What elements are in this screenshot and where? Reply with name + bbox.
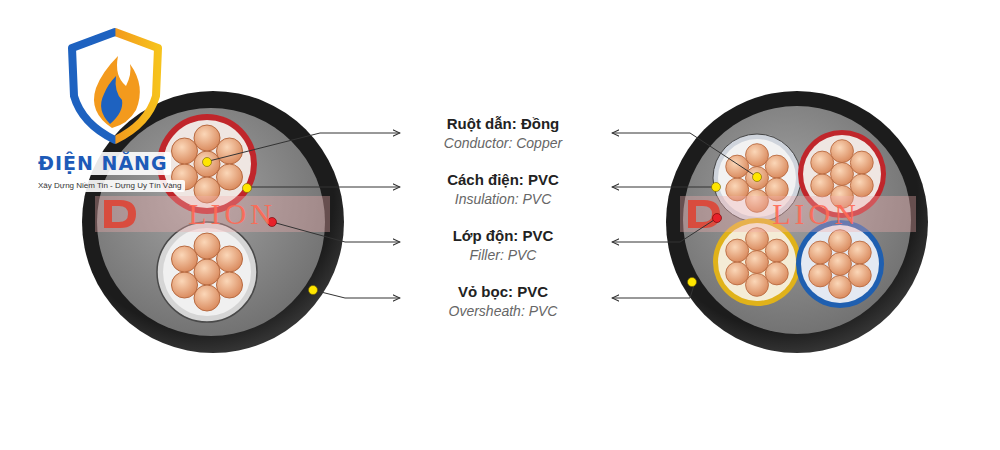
logo-shield <box>72 32 158 140</box>
leader-line <box>317 291 400 298</box>
conductor <box>726 228 788 297</box>
leader-line <box>251 187 400 188</box>
part-name-en: Insulation: PVC <box>455 191 552 208</box>
leader-line <box>612 187 712 188</box>
pointer-dot <box>243 184 252 193</box>
leader-line <box>209 133 400 161</box>
insulation-inner <box>801 225 879 303</box>
part-name: Lớp độn: PVC <box>453 227 554 245</box>
watermark-band <box>95 196 330 232</box>
leader-line <box>612 285 694 298</box>
leader-line <box>612 133 754 175</box>
pointer-dot <box>713 214 722 223</box>
part-name-en: Oversheath: PVC <box>449 303 558 320</box>
insulation-grey <box>157 222 257 322</box>
insulation-inner <box>718 223 796 301</box>
part-name: Vỏ bọc: PVC <box>458 283 548 301</box>
brand-logo <box>72 32 158 140</box>
oversheath <box>82 91 344 353</box>
pointer-dot <box>203 158 212 167</box>
brand-name: ĐIỆN NĂNG <box>35 152 171 175</box>
part-name: Ruột dẫn: Đồng <box>447 115 559 133</box>
logo-flame <box>94 56 140 128</box>
part-name-en: Conductor: Copper <box>444 135 562 152</box>
insulation-inner <box>163 228 251 316</box>
part-name: Cách điện: PVC <box>447 171 559 189</box>
pointer-dot <box>688 278 697 287</box>
two-core-cable <box>82 91 344 353</box>
insulation-blue <box>796 220 884 308</box>
pointer-dot <box>309 286 318 295</box>
brand-slogan: Xây Dựng Niềm Tin - Dựng Uy Tín Vàng <box>35 180 185 192</box>
watermark: LION <box>188 196 276 232</box>
conductor <box>172 233 243 311</box>
pointer-dot <box>712 183 721 192</box>
leader-line <box>612 220 714 242</box>
part-name-en: Filler: PVC <box>470 247 537 264</box>
conductor <box>809 230 871 299</box>
leader-lines <box>209 133 754 298</box>
leader-line <box>276 223 400 242</box>
insulation-inner <box>163 120 251 208</box>
watermark-band <box>680 196 916 232</box>
four-core-cable <box>666 91 928 353</box>
logo-flame-inner <box>101 76 122 124</box>
pointer-dots <box>203 158 762 295</box>
oversheath <box>666 91 928 353</box>
watermark: LION <box>772 196 860 232</box>
watermark-logo <box>104 200 136 228</box>
pointer-dot <box>753 173 762 182</box>
